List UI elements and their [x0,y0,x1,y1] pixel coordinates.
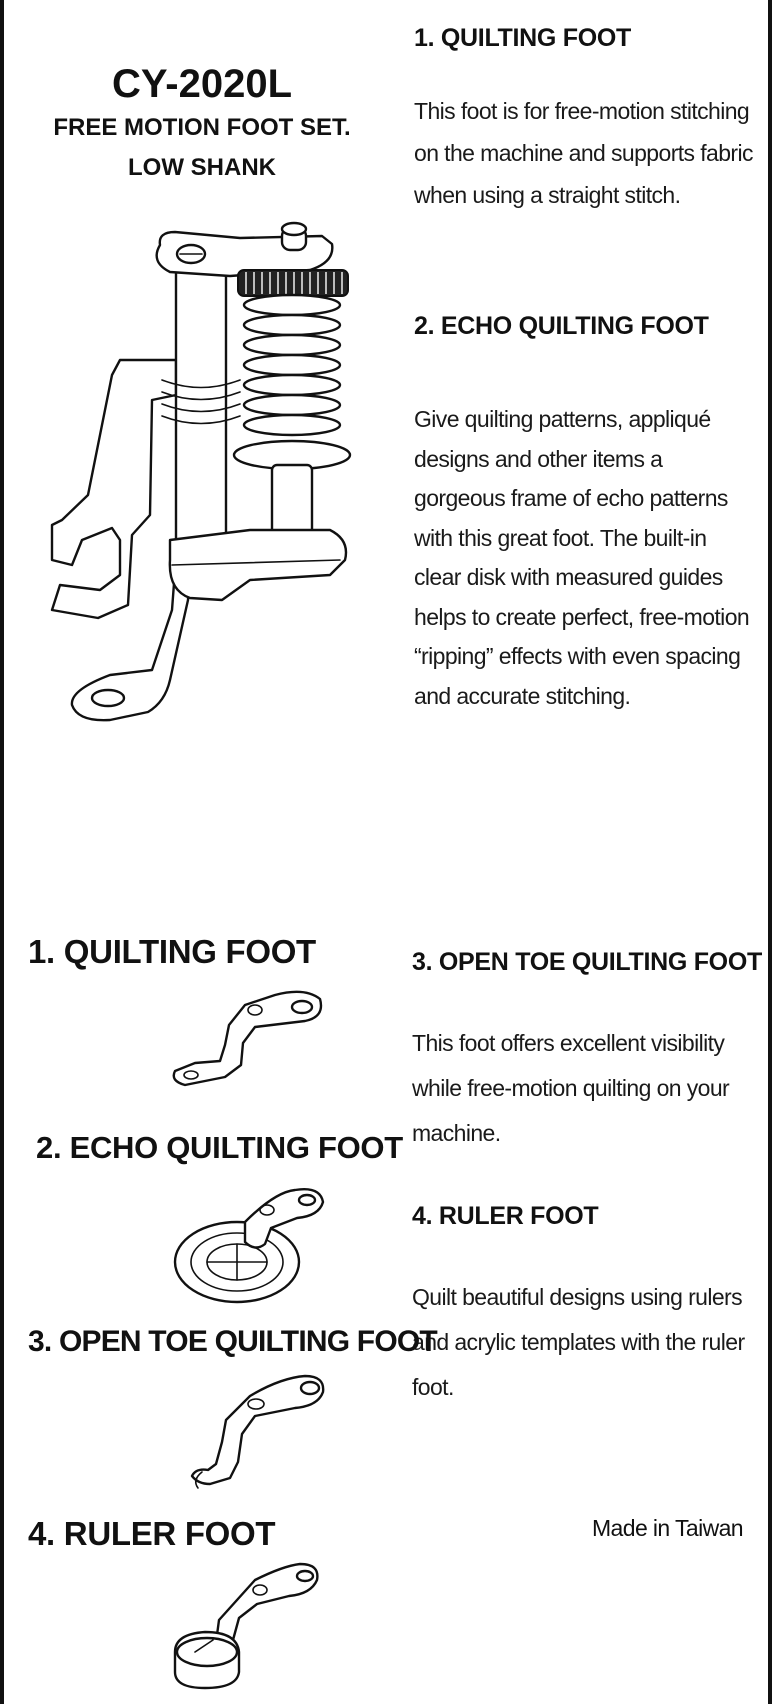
origin-label: Made in Taiwan [592,1515,744,1541]
desc-text-open-toe-foot: This foot offers excellent visibility wh… [412,1030,730,1146]
echo-quilting-foot-icon [173,1188,325,1304]
desc-text-ruler-foot: Quilt beautiful designs using rulers and… [412,1284,745,1400]
product-subtitle: FREE MOTION FOOT SET. LOW SHANK [53,114,351,181]
desc-heading-echo-quilting-foot: 2. ECHO QUILTING FOOT [414,312,709,340]
ruler-foot-icon [173,1562,319,1690]
part-label-echo-quilting-foot: 2. ECHO QUILTING FOOT [36,1130,403,1165]
desc-text-quilting-foot: This foot is for free-motion stitching o… [414,98,753,208]
open-toe-foot-icon [190,1374,325,1489]
part-label-open-toe-foot: 3. OPEN TOE QUILTING FOOT [28,1325,438,1358]
desc-text-echo-quilting-foot: Give quilting patterns, appliqué designs… [414,406,750,709]
desc-heading-ruler-foot: 4. RULER FOOT [412,1202,599,1230]
desc-heading-quilting-foot: 1. QUILTING FOOT [414,24,631,52]
product-model: CY-2020L [111,62,293,106]
desc-heading-open-toe-foot: 3. OPEN TOE QUILTING FOOT [412,948,762,976]
quilting-foot-icon [172,990,323,1087]
part-label-quilting-foot: 1. QUILTING FOOT [28,933,316,970]
part-label-ruler-foot: 4. RULER FOOT [28,1515,276,1552]
